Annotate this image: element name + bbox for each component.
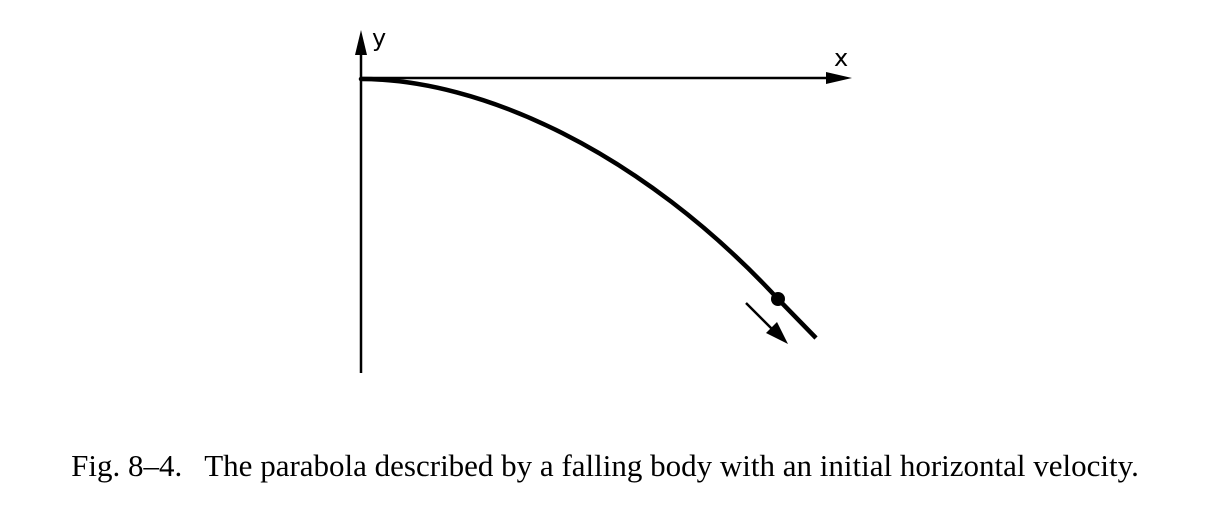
velocity-arrowhead xyxy=(766,322,788,344)
y-axis-arrowhead xyxy=(355,30,367,55)
figure-caption: Fig. 8–4. The parabola described by a fal… xyxy=(0,448,1210,484)
caption-text: The parabola described by a falling body… xyxy=(204,448,1139,483)
x-axis-arrowhead xyxy=(826,72,852,84)
parabola-curve-continuation xyxy=(776,297,818,340)
parabola-curve xyxy=(358,76,781,302)
x-axis-label: x xyxy=(834,44,848,72)
figure-number: Fig. 8–4. xyxy=(71,448,183,483)
y-axis-label: y xyxy=(372,24,386,52)
velocity-arrow-shaft xyxy=(745,302,776,333)
falling-body-dot xyxy=(771,292,785,306)
